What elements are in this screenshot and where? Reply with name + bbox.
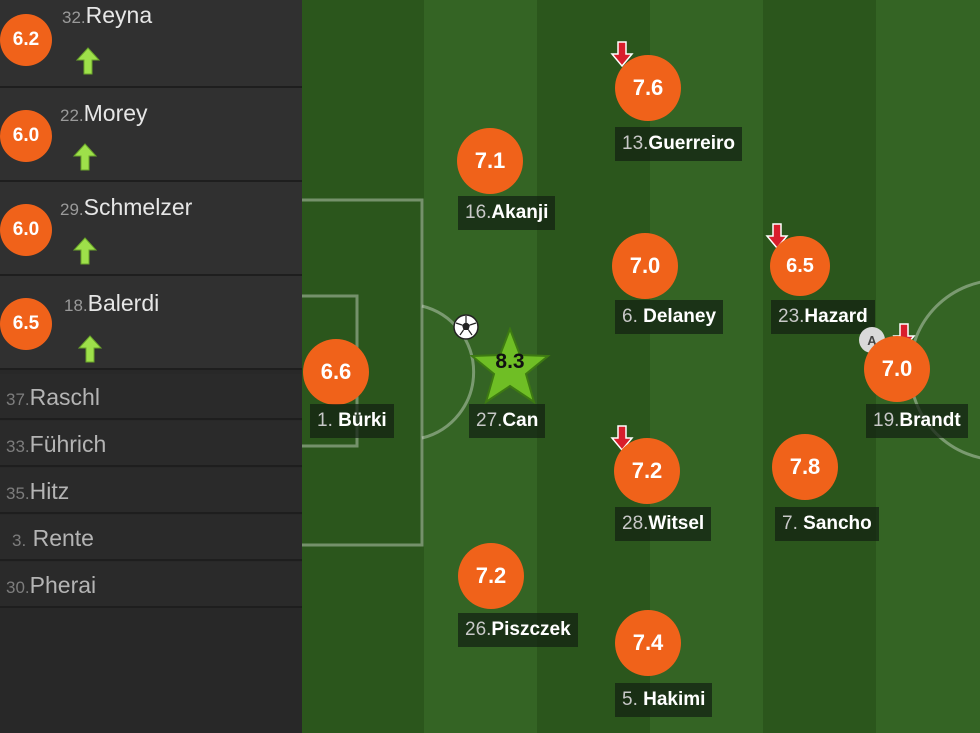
player-rating-badge: 6.6 [303, 339, 369, 405]
arrow-down-icon [610, 41, 634, 68]
player-name-label[interactable]: 19.Brandt [866, 404, 968, 438]
player-rating-badge: 7.6 [615, 55, 681, 121]
arrow-up-icon [75, 47, 101, 75]
star-icon [469, 327, 551, 405]
player-name-label[interactable]: 5. Hakimi [615, 683, 713, 717]
player-rating-badge: 6.5 [770, 236, 830, 296]
bench-row[interactable]: 3. Rente [0, 515, 302, 561]
player-rating-badge: 6.2 [0, 14, 52, 66]
player-rating-badge: 7.0 [612, 233, 678, 299]
player-rating-badge: 7.1 [457, 128, 523, 194]
pitch-stripe [650, 0, 763, 733]
bench-row[interactable]: 30.Pherai [0, 562, 302, 608]
substitute-row[interactable]: 6.0 29.Schmelzer [0, 182, 302, 276]
bench-row[interactable]: 37.Raschl [0, 374, 302, 420]
bench-row[interactable]: 33.Führich [0, 421, 302, 467]
player-rating-badge: 8.3 [495, 350, 525, 373]
lineup-sidebar: 6.2 32.Reyna 6.0 22.Morey 6.0 29.Schmelz… [0, 0, 302, 733]
player-name-label[interactable]: 27.Can [469, 404, 546, 438]
player-rating-badge: 6.5 [0, 298, 52, 350]
arrow-up-icon [72, 143, 98, 171]
player-name: 37.Raschl [6, 384, 100, 410]
pitch-stripe [763, 0, 876, 733]
arrow-up-icon [77, 335, 103, 363]
substitute-row[interactable]: 6.5 18.Balerdi [0, 276, 302, 370]
pitch-stripe [537, 0, 650, 733]
player-rating-badge: 7.4 [615, 610, 681, 676]
player-name-label[interactable]: 6. Delaney [615, 300, 724, 334]
player-name: 35.Hitz [6, 478, 70, 504]
player-name-label[interactable]: 1. Bürki [310, 404, 394, 438]
substitute-row[interactable]: 6.2 32.Reyna [0, 0, 302, 88]
player-name: 18.Balerdi [64, 290, 160, 316]
player-name-label[interactable]: 23.Hazard [771, 300, 875, 334]
player-name-label[interactable]: 16.Akanji [458, 196, 556, 230]
player-rating-badge: 6.0 [0, 204, 52, 256]
substitute-row[interactable]: 6.0 22.Morey [0, 88, 302, 182]
player-name: 29.Schmelzer [60, 194, 193, 220]
player-rating-badge: 7.2 [614, 438, 680, 504]
player-name: 32.Reyna [62, 2, 153, 28]
player-name-label[interactable]: 28.Witsel [615, 507, 712, 541]
player-name: 33.Führich [6, 431, 107, 457]
player-rating-badge: 7.8 [772, 434, 838, 500]
player-rating-badge: 6.0 [0, 110, 52, 162]
player-rating-badge: 7.2 [458, 543, 524, 609]
pitch: 6.6 1. Bürki 8.3 27.Can 7.1 16.Akanji 7.… [302, 0, 980, 733]
bench-row[interactable]: 35.Hitz [0, 468, 302, 514]
arrow-up-icon [72, 237, 98, 265]
football-icon [453, 314, 479, 340]
player-name-label[interactable]: 26.Piszczek [458, 613, 578, 647]
player-name: 22.Morey [60, 100, 148, 126]
player-name-label[interactable]: 7. Sancho [775, 507, 879, 541]
player-name: 3. Rente [12, 525, 94, 551]
player-name-label[interactable]: 13.Guerreiro [615, 127, 743, 161]
player-name: 30.Pherai [6, 572, 97, 598]
player-rating-badge: 7.0 [864, 336, 930, 402]
